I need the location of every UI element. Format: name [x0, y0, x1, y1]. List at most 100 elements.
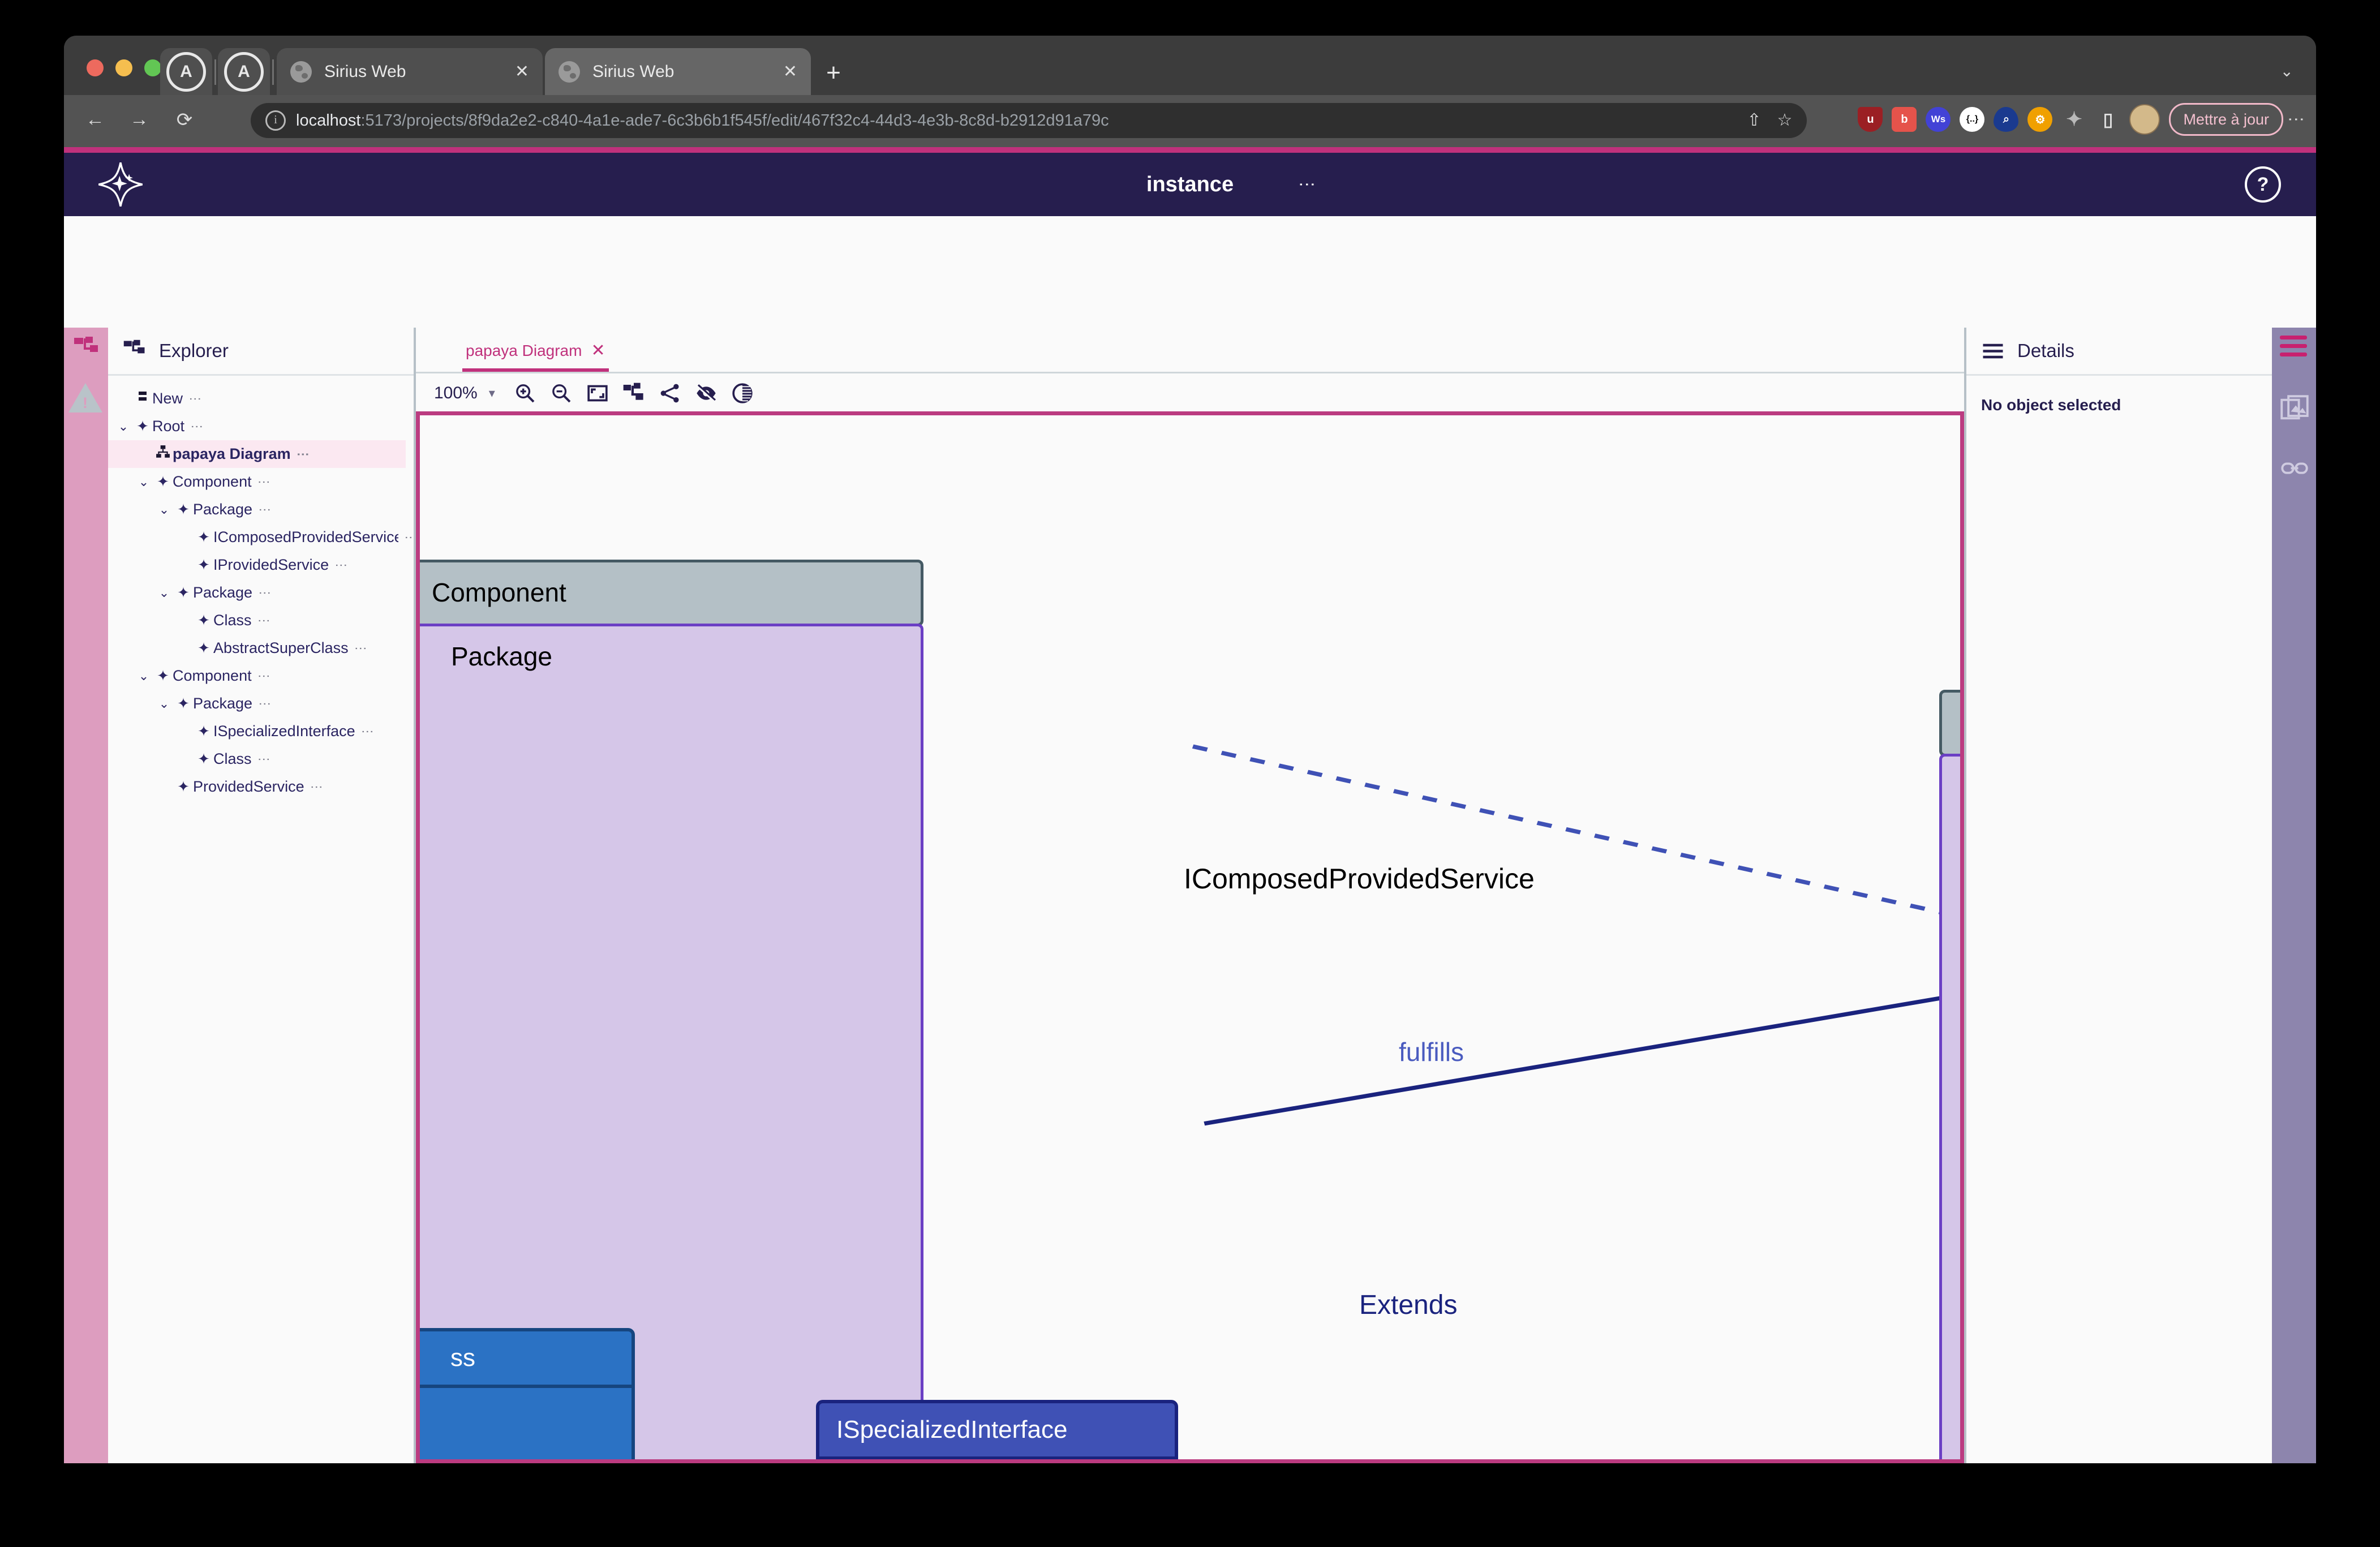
update-button[interactable]: Mettre à jour	[2169, 103, 2283, 136]
tree-item[interactable]: ⌄✦Class⋮	[108, 745, 414, 773]
back-button[interactable]: ←	[85, 109, 105, 130]
tree-item-menu-button[interactable]: ⋮	[310, 780, 324, 793]
chevron-down-icon[interactable]: ⌄	[2280, 62, 2293, 80]
wappalyzer-extension[interactable]: Ws	[1926, 107, 1951, 132]
close-window-button[interactable]	[87, 59, 104, 76]
tree-item-menu-button[interactable]: ⋮	[334, 558, 349, 571]
json-viewer-extension[interactable]: {..}	[1960, 107, 1985, 132]
tree-item-menu-button[interactable]: ⋮	[404, 531, 414, 544]
contrast-icon[interactable]	[727, 380, 758, 407]
arrange-all-icon[interactable]	[618, 380, 649, 407]
share-diagram-icon[interactable]	[655, 380, 685, 407]
zoom-level[interactable]: 100%	[434, 384, 478, 402]
chevron-down-icon[interactable]: ▾	[488, 386, 495, 400]
zoom-out-icon[interactable]	[546, 380, 577, 407]
avatar[interactable]	[2129, 104, 2160, 135]
details-view-icon[interactable]	[2280, 336, 2309, 365]
chevron-down-icon[interactable]: ⌄	[158, 696, 170, 711]
node-component[interactable]: Component	[420, 560, 923, 626]
tree-item-menu-button[interactable]: ⋮	[188, 392, 203, 405]
tree-item-menu-button[interactable]: ⋮	[296, 448, 311, 461]
tree-item[interactable]: ⌄New⋮	[108, 385, 414, 412]
edge-label-fulfills[interactable]: fulfills	[1399, 1037, 1464, 1067]
chevron-down-icon[interactable]: ⌄	[138, 668, 149, 683]
fulfills-edge[interactable]	[1192, 744, 1960, 919]
tree-item[interactable]: ⌄✦Component⋮	[108, 662, 414, 690]
tree-item[interactable]: ⌄✦Package⋮	[108, 690, 414, 717]
tree-item[interactable]: ⌄✦AbstractSuperClass⋮	[108, 634, 414, 662]
tree-item[interactable]: ⌄✦Class⋮	[108, 607, 414, 634]
bitwarden-extension[interactable]: b	[1892, 107, 1917, 132]
tree-item-menu-button[interactable]: ⋮	[354, 642, 368, 655]
node-ispecializedinterface[interactable]: ISpecializedInterface	[816, 1400, 1178, 1459]
browser-toolbar: ← → ⟳ i localhost:5173/projects/8f9da2e2…	[64, 95, 2316, 147]
project-menu-button[interactable]: ⋮	[1298, 176, 1316, 193]
edge-label-extends[interactable]: Extends	[1359, 1290, 1458, 1320]
tree-item-menu-button[interactable]: ⋮	[360, 725, 375, 738]
tree-item-menu-button[interactable]: ⋮	[258, 586, 273, 599]
help-icon[interactable]: ?	[2245, 166, 2281, 203]
fit-to-screen-icon[interactable]	[582, 380, 613, 407]
representations-icon[interactable]	[2280, 394, 2309, 424]
chevron-down-icon[interactable]: ⌄	[158, 585, 170, 600]
tree-item[interactable]: ⌄papaya Diagram⋮	[108, 440, 406, 468]
ublock-origin-extension[interactable]: u	[1858, 107, 1883, 132]
browser-tab-2[interactable]: Sirius Web ✕	[545, 48, 811, 95]
tree-item[interactable]: ⌄✦Package⋮	[108, 579, 414, 607]
hamburger-icon	[1983, 343, 2003, 359]
browser-menu-button[interactable]: ⋮	[2287, 111, 2305, 128]
node-component-right-clipped[interactable]	[1939, 690, 1960, 757]
minimize-window-button[interactable]	[115, 59, 132, 76]
share-icon[interactable]: ⇧	[1747, 111, 1762, 130]
tree-item[interactable]: ⌄✦Component⋮	[108, 468, 414, 496]
side-panel-icon[interactable]: ▯	[2103, 109, 2113, 130]
tree-item[interactable]: ⌄✦Package⋮	[108, 496, 414, 523]
search-heart-extension[interactable]: ⌕	[1994, 107, 2019, 132]
tree-item-menu-button[interactable]: ⋮	[257, 614, 272, 627]
close-representation-icon[interactable]: ✕	[591, 341, 605, 360]
settings-gear-extension[interactable]: ⚙	[2027, 107, 2053, 132]
close-tab-button[interactable]: ✕	[514, 62, 529, 81]
tab-group-icon: A	[166, 51, 206, 92]
tree-item[interactable]: ⌄✦ProvidedService⋮	[108, 773, 414, 801]
diagram-canvas[interactable]: Component Package ss ISpecializedInterfa…	[416, 411, 1964, 1463]
tab-group-1[interactable]: A	[160, 48, 212, 95]
tree-item[interactable]: ⌄✦IProvidedService⋮	[108, 551, 414, 579]
site-info-icon[interactable]: i	[265, 110, 286, 131]
browser-tab-1[interactable]: Sirius Web ✕	[277, 48, 543, 95]
tree-item-menu-button[interactable]: ⋮	[258, 697, 273, 710]
diamond-icon: ✦	[197, 639, 210, 656]
address-bar[interactable]: i localhost:5173/projects/8f9da2e2-c840-…	[251, 103, 1807, 138]
new-tab-button[interactable]: +	[826, 59, 841, 87]
validation-warning-icon[interactable]: !	[68, 383, 102, 412]
tab-group-2[interactable]: A	[218, 48, 270, 95]
related-elements-link-icon[interactable]	[2280, 453, 2309, 483]
chevron-down-icon[interactable]: ⌄	[158, 502, 170, 517]
close-tab-button[interactable]: ✕	[783, 62, 797, 81]
chevron-down-icon[interactable]: ⌄	[138, 474, 149, 489]
tree-item[interactable]: ⌄✦IComposedProvidedService⋮	[108, 523, 414, 551]
tree-item[interactable]: ⌄✦ISpecializedInterface⋮	[108, 717, 414, 745]
tree-item[interactable]: ⌄✦Root⋮	[108, 412, 414, 440]
reload-button[interactable]: ⟳	[176, 109, 193, 131]
maximize-window-button[interactable]	[144, 59, 161, 76]
bookmark-star-icon[interactable]: ☆	[1777, 111, 1793, 130]
tree-item-menu-button[interactable]: ⋮	[257, 475, 272, 488]
extends-edge[interactable]	[1204, 992, 1960, 1126]
tree-item-label: ProvidedService	[193, 778, 304, 795]
tree-item-menu-button[interactable]: ⋮	[257, 753, 272, 766]
tree-item-menu-button[interactable]: ⋮	[190, 420, 205, 433]
tree-item-menu-button[interactable]: ⋮	[257, 669, 272, 682]
hide-reveal-icon[interactable]	[691, 380, 721, 407]
tab-papaya-diagram[interactable]: papaya Diagram ✕	[462, 341, 609, 372]
zoom-in-icon[interactable]	[510, 380, 540, 407]
node-class-clipped[interactable]: ss	[420, 1328, 635, 1459]
chevron-down-icon[interactable]: ⌄	[118, 419, 129, 433]
puzzle-extensions-icon[interactable]: ✦	[2066, 109, 2082, 130]
forward-button[interactable]: →	[130, 109, 149, 130]
tree-item-menu-button[interactable]: ⋮	[258, 503, 273, 516]
node-package[interactable]: Package	[420, 624, 923, 1459]
edge-label-icomposedprovidedservice[interactable]: IComposedProvidedService	[1184, 863, 1535, 895]
node-package-right-clipped[interactable]	[1939, 754, 1960, 1459]
explorer-view-icon[interactable]	[73, 336, 100, 363]
